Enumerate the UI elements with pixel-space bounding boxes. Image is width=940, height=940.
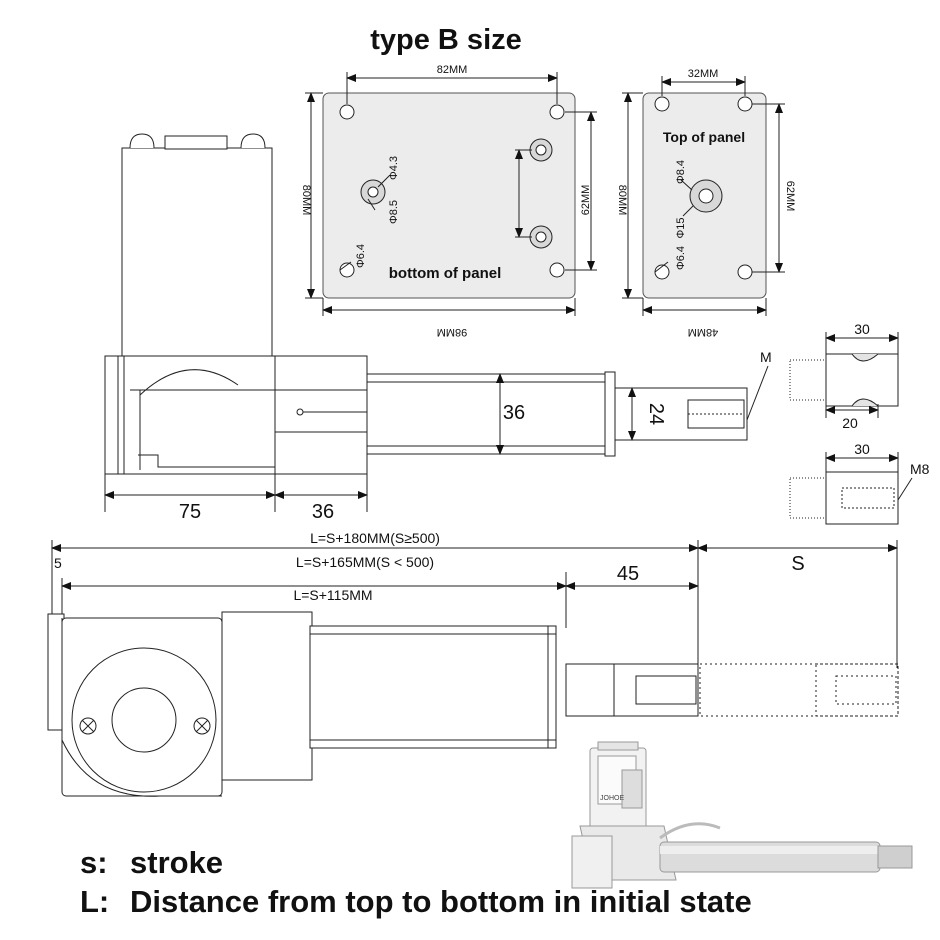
side-rod-dim: 24: [645, 403, 667, 425]
bottom-panel-hole-corner-label: Φ6.4: [355, 244, 367, 268]
top-panel-hole-corner-label: Φ6.4: [675, 246, 687, 270]
outer-tube: [366, 373, 608, 455]
bottom-panel-hole: [549, 262, 565, 278]
top-panel-height-left: 80MM: [616, 185, 628, 216]
side-view: [104, 133, 769, 512]
diagram-title: type B size: [370, 24, 522, 56]
top-panel-hole: [737, 264, 753, 280]
bottom-panel-plate: [322, 92, 576, 299]
top-panel-hole-center-label: Φ8.4: [675, 160, 687, 184]
rod-end-b-thread: M8: [910, 461, 930, 477]
main-l-body: L=S+115MM: [293, 587, 372, 603]
gearbox-housing: [104, 355, 276, 475]
side-cut-label: M: [760, 349, 772, 365]
bottom-panel-hole: [549, 104, 565, 120]
main-left-dim: 5: [54, 555, 62, 571]
rod-end-b: [789, 452, 913, 525]
main-view: [47, 540, 899, 797]
rod-end-a-width: 30: [854, 321, 870, 337]
top-panel-view: [622, 76, 785, 316]
rod-end-a-slot: 20: [842, 415, 858, 431]
bottom-panel-view: [305, 72, 597, 316]
side-tube-dim: 36: [503, 402, 525, 424]
bottom-panel-height-right: 62MM: [580, 185, 592, 216]
side-gear-dim: 36: [312, 501, 334, 523]
motor-body: [121, 147, 273, 359]
legend-text: stroke: [130, 845, 224, 880]
bottom-panel-hole-small-label: Φ4.3: [388, 156, 400, 180]
bottom-panel-width-top: 82MM: [437, 64, 468, 76]
rod-end-b-width: 30: [854, 441, 870, 457]
bottom-panel-hole: [339, 104, 355, 120]
actuator-product-photo: [571, 741, 913, 889]
top-panel-hole: [737, 96, 753, 112]
rod-end-a: [789, 332, 899, 418]
bottom-panel-label: bottom of panel: [389, 265, 502, 282]
top-panel-width-bottom: 48MM: [688, 326, 719, 338]
main-l-long: L=S+180MM(S≥500): [310, 530, 440, 546]
top-panel-hole-outer-label: Φ15: [675, 217, 687, 238]
top-panel-hole: [654, 96, 670, 112]
top-panel-height-right: 62MM: [784, 181, 796, 212]
bottom-panel-hole-mid-label: Φ8.5: [388, 200, 400, 224]
main-l-short: L=S+165MM(S < 500): [296, 554, 434, 570]
bottom-panel-height-left: 80MM: [300, 185, 312, 216]
side-base-dim: 75: [179, 501, 201, 523]
legend-key: L:: [80, 884, 110, 919]
legend-key: s:: [80, 845, 108, 880]
main-stroke-dim: S: [791, 553, 804, 575]
legend-stroke: s: stroke: [80, 845, 223, 881]
legend-text: Distance from top to bottom in initial s…: [130, 884, 752, 919]
main-outer-tube: [309, 625, 557, 749]
top-panel-label: Top of panel: [663, 129, 745, 145]
top-panel-width-top: 32MM: [688, 68, 719, 80]
photo-brand-label: JOHOE: [600, 795, 624, 802]
bottom-panel-width-bottom: 98MM: [437, 326, 468, 338]
legend-length: L: Distance from top to bottom in initial…: [80, 884, 752, 920]
main-rod-ext-dim: 45: [617, 563, 639, 585]
